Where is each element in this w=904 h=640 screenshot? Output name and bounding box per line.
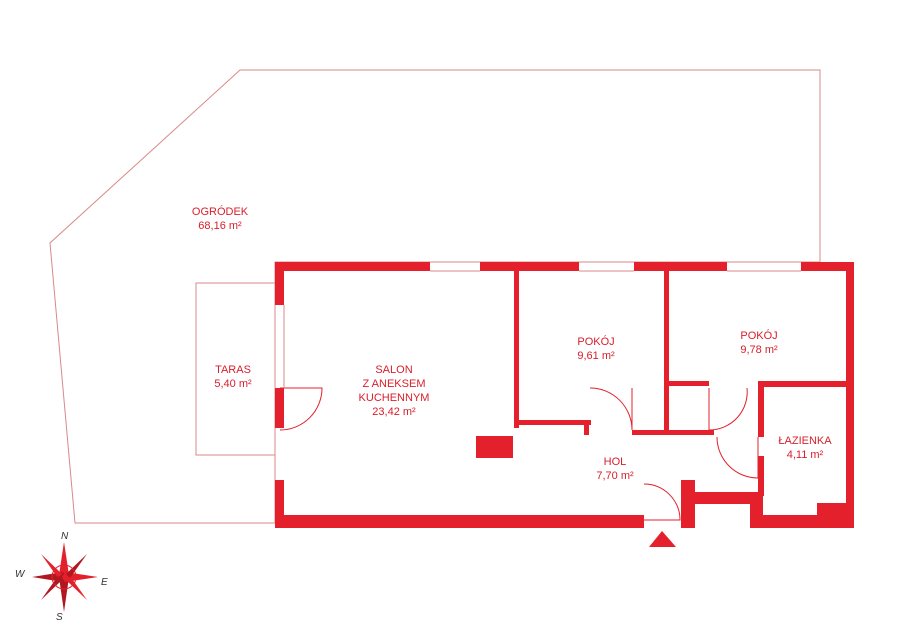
room-name: POKÓJ: [740, 330, 778, 342]
room-name-line2: Z ANEKSEM: [362, 378, 426, 390]
room-label-pokoj-2: POKÓJ 9,78 m²: [740, 329, 777, 357]
room-label-hol: HOL 7,70 m²: [596, 455, 633, 483]
room-label-ogrodek: OGRÓDEK 68,16 m²: [192, 205, 248, 233]
room-area: 5,40 m²: [214, 378, 252, 390]
room-label-salon: SALON Z ANEKSEM KUCHENNYM 23,42 m²: [359, 363, 430, 419]
room-area: 68,16 m²: [198, 220, 242, 232]
doors: [279, 387, 759, 521]
compass-rose-icon: [32, 542, 98, 612]
room-name: HOL: [603, 456, 627, 468]
room-name: POKÓJ: [577, 336, 615, 348]
compass-south: S: [56, 612, 63, 623]
room-label-taras: TARAS 5,40 m²: [214, 363, 251, 391]
room-name: TARAS: [215, 364, 251, 376]
room-name: ŁAZIENKA: [778, 435, 832, 447]
room-area: 7,70 m²: [596, 470, 634, 482]
windows: [274, 261, 801, 388]
room-name-line1: SALON: [375, 364, 413, 376]
room-label-lazienka: ŁAZIENKA 4,11 m²: [778, 434, 831, 462]
room-label-pokoj-1: POKÓJ 9,61 m²: [577, 335, 614, 363]
compass-east: E: [101, 577, 108, 588]
compass-north: N: [61, 531, 69, 542]
room-area: 9,61 m²: [577, 350, 615, 362]
room-area: 4,11 m²: [786, 449, 824, 461]
walls: [275, 262, 854, 547]
room-name-line3: KUCHENNYM: [358, 392, 430, 404]
room-name: OGRÓDEK: [191, 206, 249, 218]
room-area: 9,78 m²: [740, 344, 778, 356]
room-area: 23,42 m²: [372, 406, 416, 418]
compass-west: W: [15, 569, 25, 580]
garden-outline: [49, 69, 821, 524]
